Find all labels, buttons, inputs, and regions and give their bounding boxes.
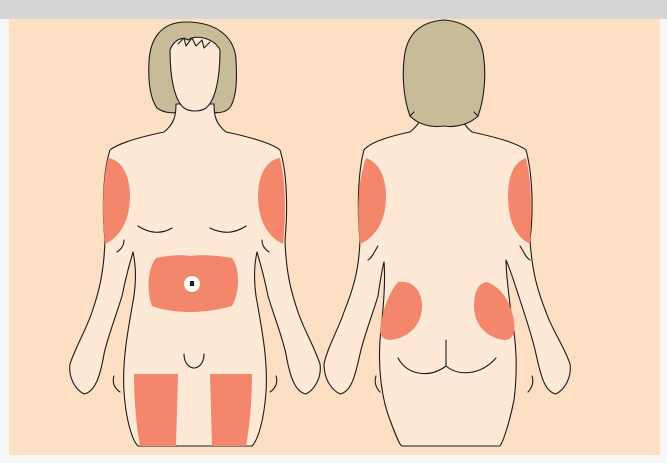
front-thigh-right-site (210, 374, 252, 446)
top-bar (0, 0, 667, 19)
front-face (170, 37, 220, 111)
navel-icon (190, 281, 194, 286)
back-hair (403, 20, 485, 127)
front-thigh-left-site (134, 374, 178, 446)
